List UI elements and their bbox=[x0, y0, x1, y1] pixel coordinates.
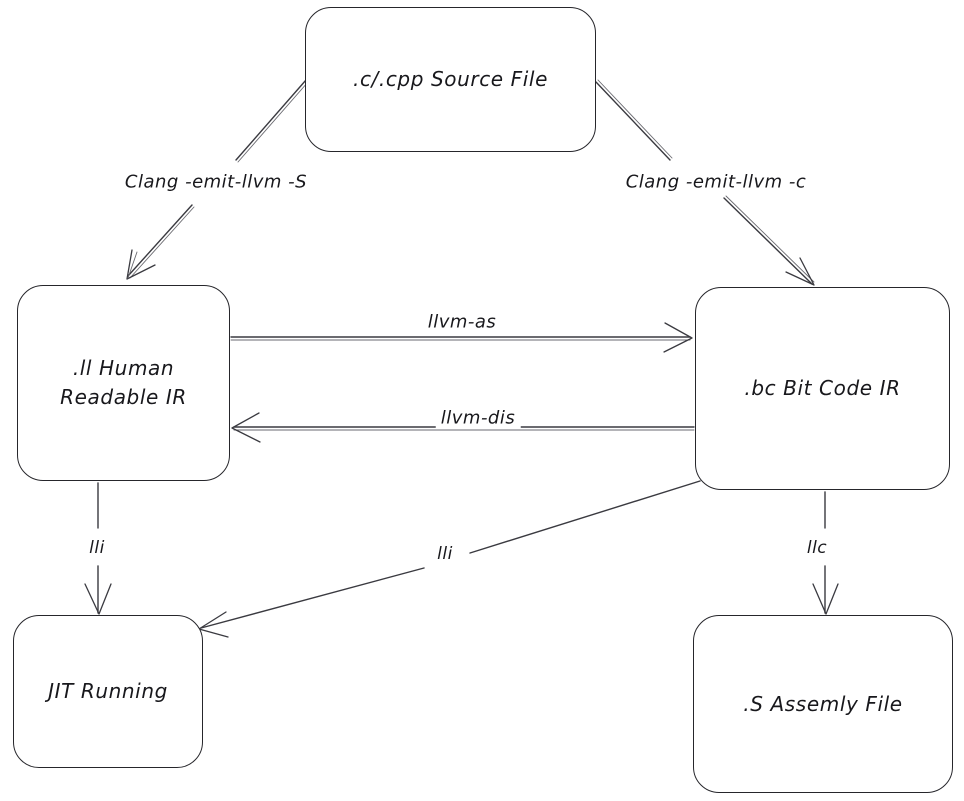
node-bc-bit-code-ir[interactable]: .bc Bit Code IR bbox=[695, 287, 950, 490]
edge-label-llc: llc bbox=[802, 538, 832, 558]
node-assembly-file[interactable]: .S Assemly File bbox=[693, 615, 953, 793]
node-ll-human-readable-ir-label: .ll Human Readable IR bbox=[60, 356, 187, 409]
node-assembly-file-label: .S Assemly File bbox=[743, 691, 903, 716]
node-jit-running-label: JIT Running bbox=[48, 679, 168, 703]
edge-label-lli-diagonal: lli bbox=[433, 544, 457, 564]
edge-label-clang-emit-llvm-c: Clang -emit-llvm -c bbox=[620, 171, 812, 193]
edge-lli-vertical bbox=[84, 482, 112, 615]
node-jit-running[interactable]: JIT Running bbox=[13, 615, 203, 768]
node-source-file[interactable]: .c/.cpp Source File bbox=[305, 7, 596, 152]
edge-label-llvm-dis: llvm-dis bbox=[435, 407, 521, 429]
edge-llc bbox=[812, 491, 839, 615]
edge-clang-emit-llvm-c bbox=[595, 79, 815, 286]
edge-clang-emit-llvm-s bbox=[126, 79, 309, 280]
node-source-file-label: .c/.cpp Source File bbox=[352, 67, 548, 91]
node-ll-human-readable-ir[interactable]: .ll Human Readable IR bbox=[17, 285, 230, 481]
edge-label-lli-vertical: lli bbox=[85, 538, 109, 558]
edge-label-clang-emit-llvm-s: Clang -emit-llvm -S bbox=[119, 171, 313, 193]
node-bc-bit-code-ir-label: .bc Bit Code IR bbox=[744, 376, 901, 400]
edge-llvm-as bbox=[230, 322, 693, 353]
edge-label-llvm-as: llvm-as bbox=[422, 311, 502, 333]
